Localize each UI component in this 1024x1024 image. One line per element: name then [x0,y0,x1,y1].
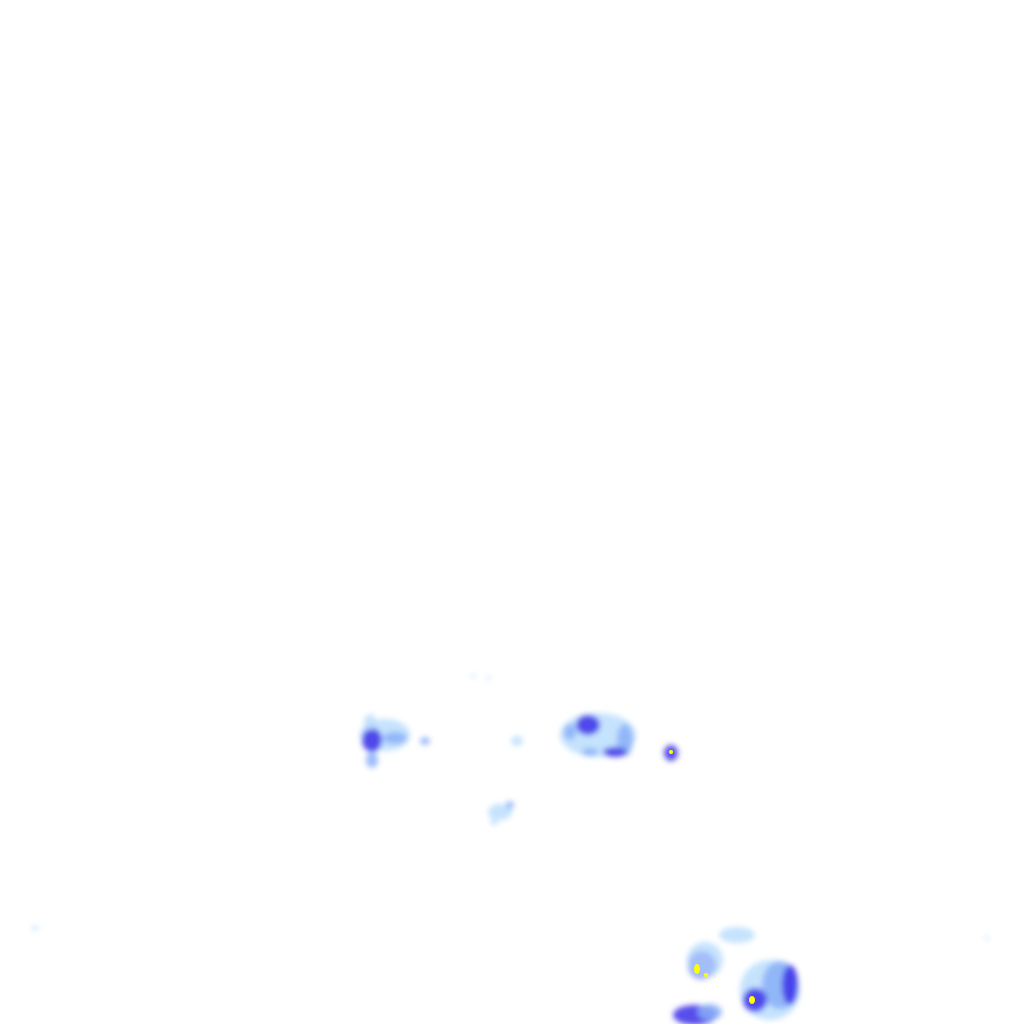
precipitation-cell-light [31,926,39,930]
precipitation-cell-light [471,674,475,678]
precipitation-cell-light [490,819,498,825]
precipitation-cell-medium [383,732,407,744]
precipitation-cell-medium [366,752,378,768]
precipitation-cell-light [364,714,376,730]
precipitation-cell-heavy [782,965,798,1005]
precipitation-cell-light [719,927,755,943]
precipitation-cell-light [488,804,512,820]
precipitation-cell-heavy [576,715,600,735]
precipitation-core-intense [704,973,708,977]
precipitation-core-intense [694,964,700,974]
precipitation-core-intense [749,996,755,1004]
precipitation-cell-heavy [603,747,627,757]
precipitation-cell-light [985,936,989,940]
precipitation-cell-medium [698,1004,722,1020]
precipitation-cell-medium [506,801,514,809]
precipitation-cell-light [511,736,523,746]
precipitation-cell-medium [564,724,576,740]
precipitation-cell-medium [582,748,598,756]
precipitation-core-intense [669,750,673,754]
precipitation-cell-medium [420,737,430,745]
precipitation-cell-light [687,942,723,978]
precipitation-cell-heavy [362,728,382,752]
precipitation-cell-light [486,676,490,680]
